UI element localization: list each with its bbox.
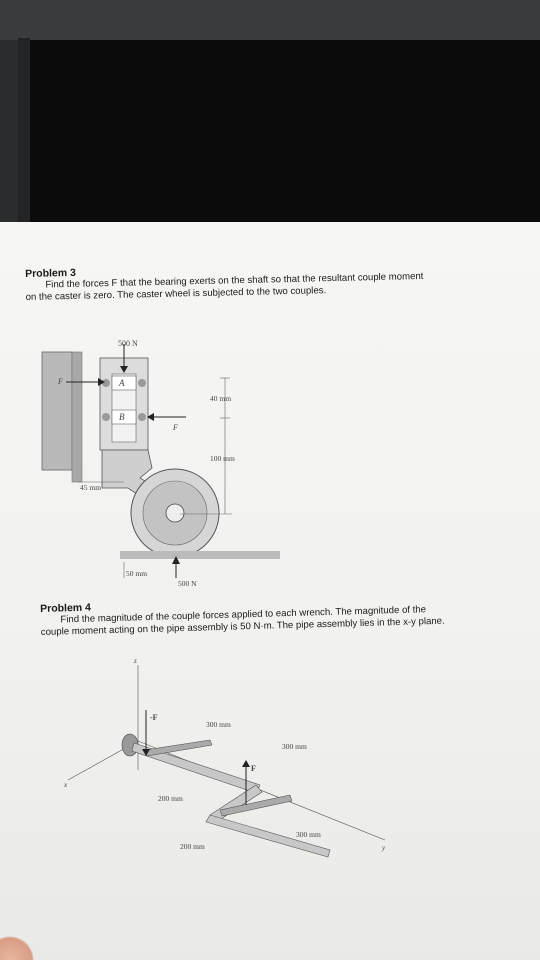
force-neg-arrowhead (142, 749, 150, 756)
dimension-300mm-a: 300 mm (206, 720, 231, 729)
force-pos-arrowhead (242, 760, 250, 767)
pipe-assembly-figure: z x y -F F 300 mm 300 mm 300 mm 200 mm 2… (63, 657, 386, 858)
ground (120, 551, 280, 559)
ball-b-left (102, 413, 110, 421)
wrench-2 (219, 794, 293, 817)
label-b: B (119, 412, 125, 422)
background-wall (0, 0, 540, 40)
mount-flange (71, 351, 83, 483)
caster-wheel-figure: A B 500 N F F 40 mm 100 mm 45 mm 50 mm 5… (41, 339, 280, 588)
y-axis (137, 740, 386, 841)
dimension-200mm-a: 200 mm (158, 794, 183, 803)
ball-b-right (138, 413, 146, 421)
mount-plate (41, 351, 73, 471)
dimension-45mm: 45 mm (80, 483, 101, 492)
axis-y-label: y (381, 844, 386, 852)
dimension-300mm-c: 300 mm (296, 830, 321, 839)
pipe-segment-y2 (205, 814, 331, 858)
force-top-arrowhead (120, 366, 128, 373)
axis-z-label: z (133, 657, 137, 665)
force-pos-label: F (251, 764, 256, 773)
force-f-right-arrowhead (147, 413, 154, 421)
wheel-axle (165, 503, 185, 523)
dimension-100mm: 100 mm (210, 454, 235, 463)
ball-a-left (102, 379, 110, 387)
monitor-screen (30, 40, 540, 225)
label-f-right: F (172, 423, 178, 432)
force-top-label: 500 N (118, 339, 138, 348)
finger-edge (0, 920, 40, 960)
ball-a-right (138, 379, 146, 387)
bearing-a (111, 375, 137, 391)
force-f-left-arrowhead (98, 378, 105, 386)
monitor-frame (18, 38, 30, 228)
dimension-300mm-b: 300 mm (282, 742, 307, 751)
force-bottom-arrowhead (172, 556, 180, 564)
label-a: A (118, 378, 125, 388)
bearing-b (111, 409, 137, 425)
axis-x-label: x (63, 781, 68, 789)
force-bottom-label: 500 N (178, 579, 197, 588)
dimension-50mm: 50 mm (126, 569, 147, 578)
dimension-40mm: 40 mm (210, 394, 231, 403)
dimension-200mm-b: 200 mm (180, 842, 205, 851)
force-neg-label: -F (150, 713, 158, 722)
label-f-left: F (57, 377, 63, 386)
